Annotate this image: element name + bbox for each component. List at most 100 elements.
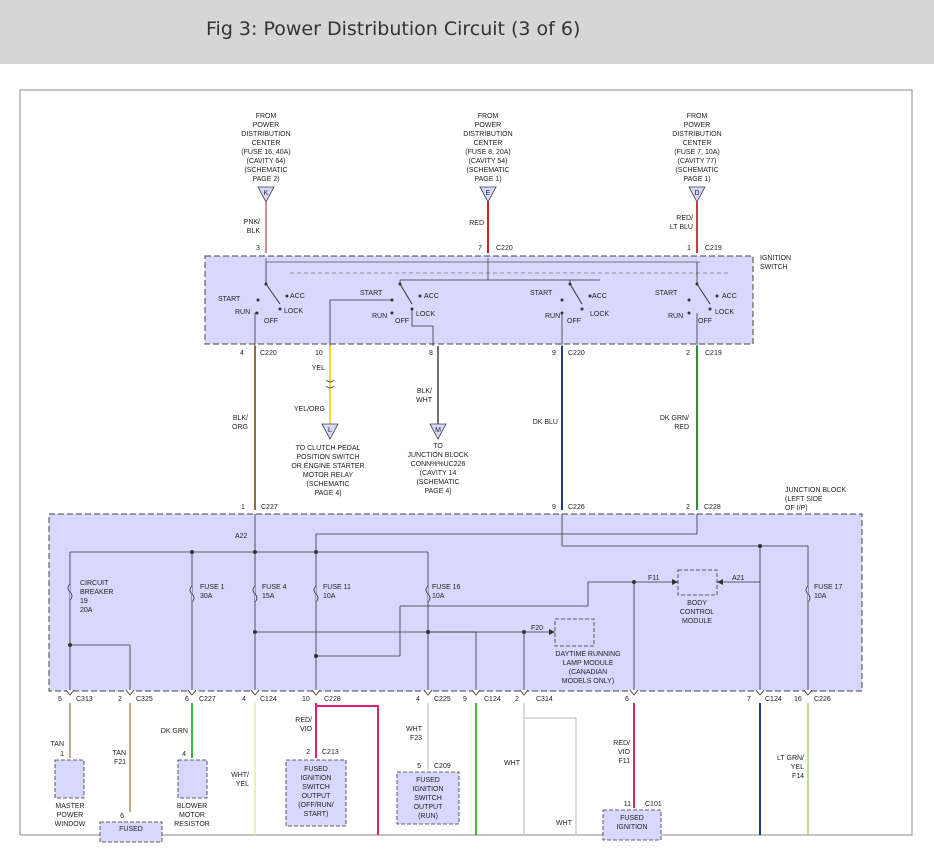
wire-label: F11 — [618, 758, 630, 765]
switch-pos-run: RUN — [545, 313, 560, 320]
switch-output-10: 10 YEL YEL/ORG L TO CLUTCH PEDAL POSITIO… — [291, 346, 365, 497]
cavity-number: 10 — [302, 696, 310, 703]
junction-block-label: OF I/P) — [785, 505, 808, 512]
load-label: (RUN) — [418, 813, 438, 820]
connector-id: C220 — [568, 350, 585, 357]
load-label: FUSED — [304, 766, 328, 773]
load-label: START) — [304, 811, 329, 818]
load-label: WINDOW — [55, 821, 86, 828]
fuse-label: 15A — [262, 593, 275, 600]
source-d: FROM POWER DISTRIBUTION CENTER (FUSE 7, … — [670, 113, 722, 253]
connector-id: C228 — [704, 504, 721, 511]
load-label: SWITCH — [414, 795, 442, 802]
fuse-label: FUSE 16 — [432, 584, 461, 591]
load-conn: C209 — [434, 763, 451, 770]
wire-label: WHT — [416, 397, 433, 404]
switch-pos-run: RUN — [372, 313, 387, 320]
fuse-label: FUSE 1 — [200, 584, 225, 591]
source-e-line: POWER — [475, 122, 501, 129]
load-label: FUSED — [416, 777, 440, 784]
source-k-line: (FUSE 16, 40A) — [241, 149, 290, 156]
load-label: BLOWER — [177, 803, 207, 810]
junction-block-label: (LEFT SIDE — [785, 496, 823, 503]
source-d-line: CENTER — [683, 140, 712, 147]
source-d-line: (SCHEMATIC — [675, 167, 718, 174]
switch-pos-start: START — [530, 290, 553, 297]
drl-label: LAMP MODULE — [563, 660, 614, 667]
switch-output-9: 9 C220 DK BLU — [533, 346, 585, 510]
connector-id: C227 — [199, 696, 216, 703]
load-label: RESISTOR — [174, 821, 210, 828]
fuse-label: 30A — [200, 593, 213, 600]
connector-id: C225 — [434, 696, 451, 703]
ignition-switch-contacts: IGNITION SWITCH START ACC RUN LOCK OFF S… — [218, 255, 791, 346]
fuse-label: 10A — [323, 593, 336, 600]
load-label: IGNITION — [412, 786, 443, 793]
drl-label: DAYTIME RUNNING — [555, 651, 620, 658]
wire-label: DK GRN — [161, 728, 188, 735]
fused-ign-output-box — [285, 759, 347, 827]
switch-pos-acc: ACC — [424, 293, 439, 300]
connector-id: C220 — [496, 245, 513, 252]
connector-pin-icon — [321, 423, 339, 440]
dest-line: (SCHEMATIC — [306, 481, 349, 488]
body-control-module — [677, 569, 718, 596]
connector-id: C124 — [260, 696, 277, 703]
cavity-number: 4 — [242, 696, 246, 703]
source-k-line: POWER — [253, 122, 279, 129]
dest-line: CONN%%UC226 — [411, 461, 466, 468]
master-power-window-box — [54, 759, 85, 799]
dest-line: TO — [433, 443, 443, 450]
switch-pos-lock: LOCK — [284, 308, 303, 315]
connector-pin-icon — [257, 186, 275, 203]
cavity-number: 4 — [416, 696, 420, 703]
load-pin: 4 — [182, 751, 186, 758]
wire-label: F23 — [410, 735, 422, 742]
load-pin: 1 — [60, 751, 64, 758]
switch-output-8: 8 BLK/ WHT M TO JUNCTION BLOCK CONN%%UC2… — [407, 346, 469, 495]
connector-id: C228 — [324, 696, 341, 703]
switch-output-2: 2 C219 DK GRN/ RED — [660, 346, 722, 510]
fuse-icon — [252, 585, 258, 603]
fused-box — [99, 821, 163, 843]
fuse-icon — [313, 585, 319, 603]
cavity-number: 6 — [185, 696, 189, 703]
fused-ignition-box — [602, 809, 662, 841]
blower-motor-resistor-box — [177, 759, 208, 799]
source-e-line: CENTER — [474, 140, 503, 147]
wire-label: LT GRN/ — [777, 755, 804, 762]
wire-label: PNK/ — [244, 219, 260, 226]
wire-label: TAN — [51, 741, 64, 748]
fuse-label: 10A — [432, 593, 445, 600]
pin-letter: K — [264, 190, 269, 197]
cavity-number: 2 — [118, 696, 122, 703]
source-e-line: PAGE 1) — [474, 176, 501, 183]
dest-line: TO CLUTCH PEDAL — [296, 445, 361, 452]
inline-connector-icon — [325, 379, 335, 389]
fuse-label: FUSE 4 — [262, 584, 287, 591]
ignition-switch-label: SWITCH — [760, 264, 788, 271]
page-title: Fig 3: Power Distribution Circuit (3 of … — [206, 18, 581, 40]
source-k-line: FROM — [256, 113, 277, 120]
pin-letter: E — [486, 190, 491, 197]
source-d-line: (FUSE 7, 10A) — [674, 149, 720, 156]
wire-label: YEL — [236, 781, 249, 788]
junction-block-box — [48, 513, 863, 692]
pin-letter: M — [435, 427, 441, 434]
wire-label: YEL/ORG — [294, 406, 325, 413]
bcm-label: MODULE — [682, 618, 712, 625]
connector-id: C124 — [484, 696, 501, 703]
connector-id: C226 — [814, 696, 831, 703]
cavity-number: 9 — [463, 696, 467, 703]
load-label: IGNITION — [300, 775, 331, 782]
dest-line: PAGE 4) — [424, 488, 451, 495]
pin-letter: D — [694, 190, 699, 197]
source-k-line: PAGE 2) — [252, 176, 279, 183]
cavity-number: 9 — [552, 350, 556, 357]
switch-pos-lock: LOCK — [590, 311, 609, 318]
bus-id: A22 — [235, 533, 248, 540]
wire-label: WHT/ — [231, 772, 249, 779]
wire-label: TAN — [113, 750, 126, 757]
cavity-number: 9 — [552, 504, 556, 511]
source-e-line: DISTRIBUTION — [463, 131, 512, 138]
